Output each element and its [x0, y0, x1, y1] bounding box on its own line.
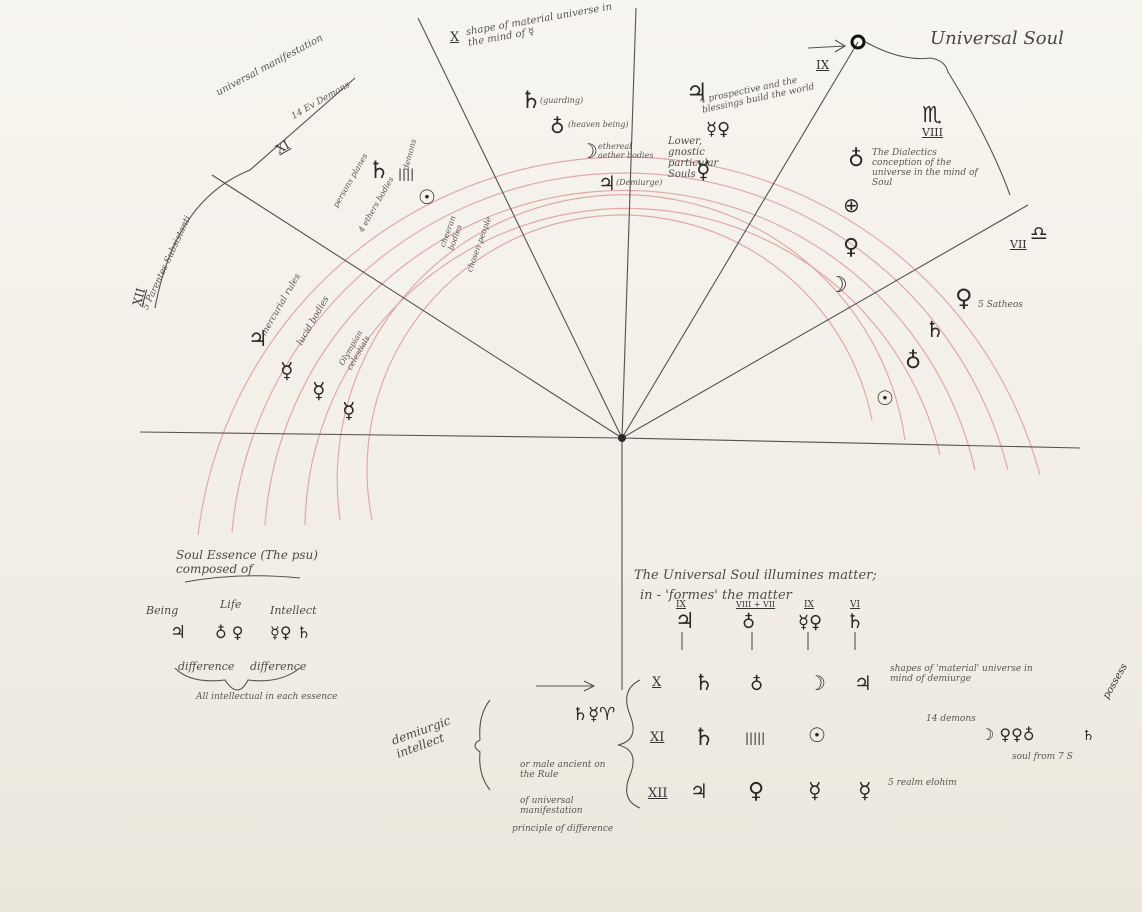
col-head-1: IX	[676, 600, 686, 610]
moon-ether-label: ethereal aether bodies	[598, 142, 658, 160]
sun-icon: ☉	[876, 386, 894, 410]
numeral-vii: VII	[1010, 238, 1027, 251]
libra-icon: ♎	[1030, 221, 1048, 245]
saturn-icon: ♄	[925, 318, 945, 343]
saturn-guarding-label: (guarding)	[540, 96, 583, 105]
earth-cross-icon-4: ♁	[750, 674, 763, 695]
saturn-icon-4: ♄	[846, 609, 864, 633]
earth-cross-icon-3: ♁	[742, 612, 755, 633]
soul-arc	[862, 40, 930, 59]
jupiter-icon-4: ♃	[675, 609, 695, 634]
earth-heaven-label: (heaven being)	[568, 120, 629, 129]
row-x-note: shapes of 'material' universe in mind of…	[890, 664, 1040, 684]
saturn-moon-icon: ♄☿♈	[572, 704, 615, 725]
moon-icon-3: ☽	[808, 671, 826, 695]
column-arrows	[682, 632, 855, 650]
saturn-end-icon: ♄	[1082, 728, 1095, 744]
universal-soul-line1: The Universal Soul illumines matter;	[634, 568, 877, 583]
red-arcs	[198, 157, 1040, 535]
mercury-venus-icon-2: ☿♀	[798, 612, 822, 633]
earth-icon: ⊕	[843, 193, 860, 217]
jupiter-icon: ♃	[598, 171, 616, 195]
moon-icon: ☽	[828, 273, 848, 298]
saturn-icon-2: ♄	[520, 86, 542, 114]
jupiter-icon-5: ♃	[854, 671, 872, 695]
lower-glyphs: ♃ ♁ ☿♀ ♄ ♄ ♁ ☽ ♃ ♄ ||||| ☉ ♃ ♀ ☿ ☿ ♃ ♁ ♀…	[170, 609, 1095, 804]
essence-underline	[185, 576, 300, 582]
mercury-icon-5: ☿	[808, 779, 822, 804]
of-universal-label: of universal manifestation	[520, 796, 630, 816]
arrow-to-apex-icon	[808, 40, 845, 52]
left-manifestation-bracket	[155, 78, 355, 308]
tally-marks-2: |||||	[745, 731, 765, 745]
venus-icon-2: ♀	[955, 284, 973, 312]
demiurge-brace	[475, 700, 490, 790]
row-xi-numeral: XI	[650, 730, 664, 745]
earth-cross-icon-2: ♁	[550, 114, 565, 138]
particular-souls-label: Lower, gnostic particular Souls	[668, 136, 728, 180]
life-label: Life	[220, 598, 241, 611]
lower-big-brace	[618, 680, 640, 808]
row-xi-note: 14 demons	[926, 714, 976, 724]
mercury-icon-2: ☿	[280, 359, 294, 384]
soul-essence-title: Soul Essence (The psu) composed of	[176, 548, 346, 576]
vii-note: 5 Satheos	[978, 300, 1023, 310]
col-head-4: VI	[850, 600, 860, 610]
venus-icon: ♀	[843, 235, 859, 260]
moon-icon-2: ☽	[580, 139, 598, 163]
scorpio-icon: ♏	[922, 103, 942, 128]
mercury-icon-3: ☿	[312, 379, 326, 404]
earth-venus-icon: ♁ ♀	[215, 623, 244, 642]
venus-icon-3: ♀	[748, 779, 764, 804]
row-xi-note-2: soul from 7 S	[1012, 752, 1073, 762]
lower-arrow-icon	[536, 681, 594, 691]
sun-icon-3: ☉	[808, 723, 826, 747]
saturn-icon-6: ♄	[693, 723, 715, 751]
numeral-x: X	[450, 30, 459, 45]
col-head-3: IX	[804, 600, 814, 610]
numeral-ix: IX	[816, 58, 829, 72]
row-x-numeral: X	[652, 675, 661, 690]
viii-note: The Dialectics conception of the univers…	[872, 148, 982, 188]
sun-icon-2: ☉	[418, 185, 436, 209]
difference-label-2: difference	[250, 660, 306, 673]
mercury-icon-4: ☿	[342, 399, 356, 424]
mercury-saturn-icon: ☿♀ ♄	[270, 623, 311, 642]
principle-label: principle of difference	[512, 824, 613, 834]
difference-label-1: difference	[178, 660, 234, 673]
numeral-viii: VIII	[922, 126, 943, 139]
moon-venus-row-icon: ☽ ♀♀♁	[980, 725, 1035, 744]
intellect-label: Intellect	[270, 604, 317, 617]
being-label: Being	[146, 604, 178, 617]
jupiter-icon-7: ♃	[170, 622, 186, 643]
or-male-note: or male ancient on the Rule	[520, 760, 610, 780]
mercury-icon-6: ☿	[858, 779, 872, 804]
jupiter-demiurge-label: (Demiurge)	[616, 178, 662, 187]
all-intellectual-label: All intellectual in each essence	[196, 692, 337, 702]
universal-soul-label: Universal Soul	[930, 28, 1064, 49]
venus-cross-icon: ♁	[848, 147, 864, 172]
col-head-2: VIII + VII	[736, 600, 775, 609]
saturn-icon-5: ♄	[694, 671, 714, 696]
earth-cross-icon: ♁	[905, 349, 921, 374]
row-xii-note: 5 realm elohim	[888, 778, 957, 788]
row-xii-numeral: XII	[648, 786, 668, 801]
jupiter-icon-6: ♃	[690, 779, 708, 803]
